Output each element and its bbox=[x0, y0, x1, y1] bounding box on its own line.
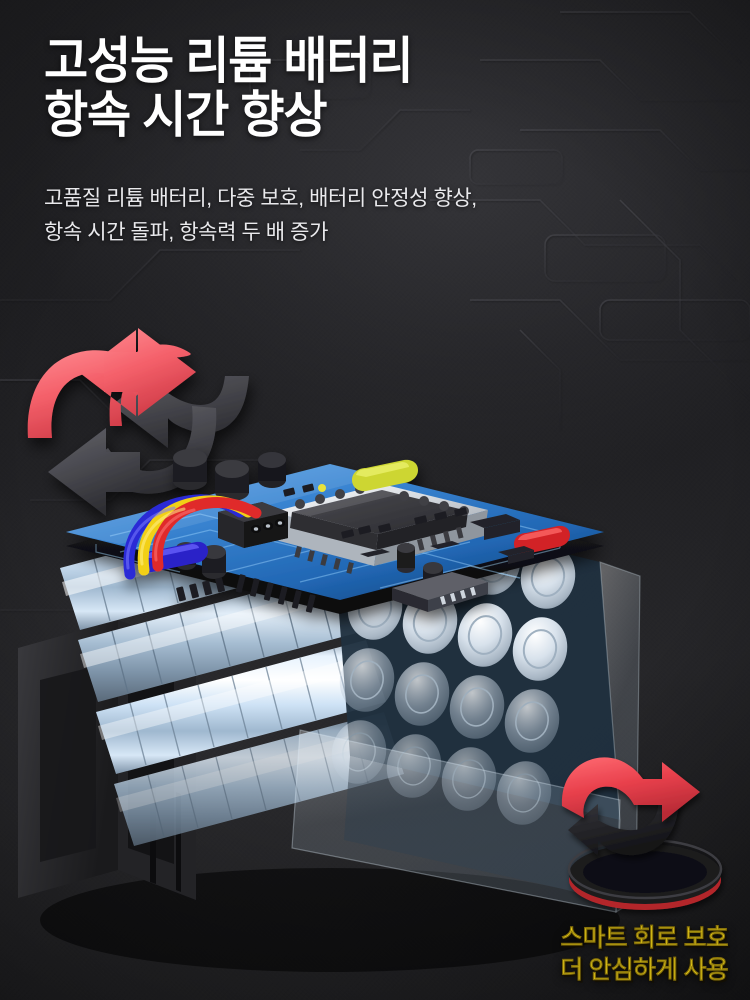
arrow-gray-head bbox=[48, 428, 140, 516]
product-illustration bbox=[0, 300, 750, 1000]
copy-block: 고성능 리튬 배터리 항속 시간 향상 고품질 리튬 배터리, 다중 보호, 배… bbox=[44, 34, 704, 250]
led-indicator bbox=[318, 484, 326, 492]
recycle-arrows-bottom-right bbox=[561, 757, 723, 910]
page-title: 고성능 리튬 배터리 항속 시간 향상 bbox=[44, 33, 414, 143]
page-subtitle: 고품질 리튬 배터리, 다중 보호, 배터리 안정성 향상, 항속 시간 돌파,… bbox=[44, 187, 477, 245]
status-badge-caption: 스마트 회로 보호 더 안심하게 사용 bbox=[560, 924, 729, 985]
small-cylinder-cap bbox=[397, 543, 415, 573]
battery-pack bbox=[18, 449, 641, 914]
